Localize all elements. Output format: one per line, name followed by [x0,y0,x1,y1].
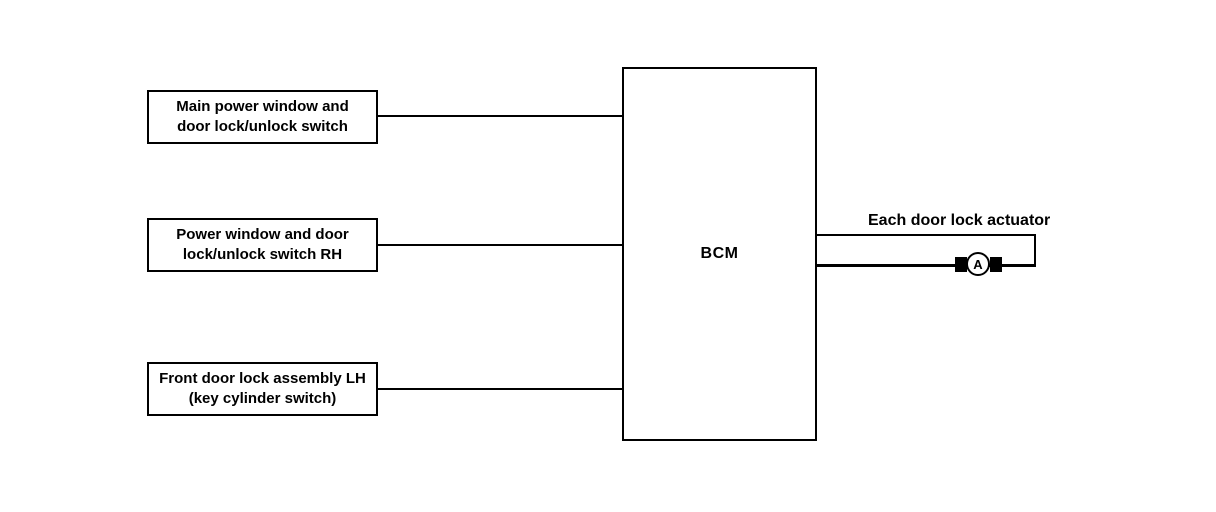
wire-main-switch-to-bcm [378,115,622,117]
actuator-label: Each door lock actuator [868,212,1051,229]
node-bcm: BCM [622,67,817,441]
wire-front-door-lock-to-bcm [378,388,622,390]
wire-actuator-return-vertical [1034,234,1036,267]
motor-terminal-right [990,257,1002,272]
wire-rh-switch-to-bcm [378,244,622,246]
node-main-power-window-switch: Main power window and door lock/unlock s… [147,90,378,144]
wire-bcm-to-actuator-top [815,234,1036,236]
node-front-door-lock-assembly-lh: Front door lock assembly LH (key cylinde… [147,362,378,416]
actuator-motor-symbol: A [955,252,1002,276]
motor-circle-icon: A [966,252,990,276]
motor-terminal-left [955,257,967,272]
wire-bcm-to-actuator-bottom [815,264,1036,267]
node-power-window-switch-rh: Power window and door lock/unlock switch… [147,218,378,272]
